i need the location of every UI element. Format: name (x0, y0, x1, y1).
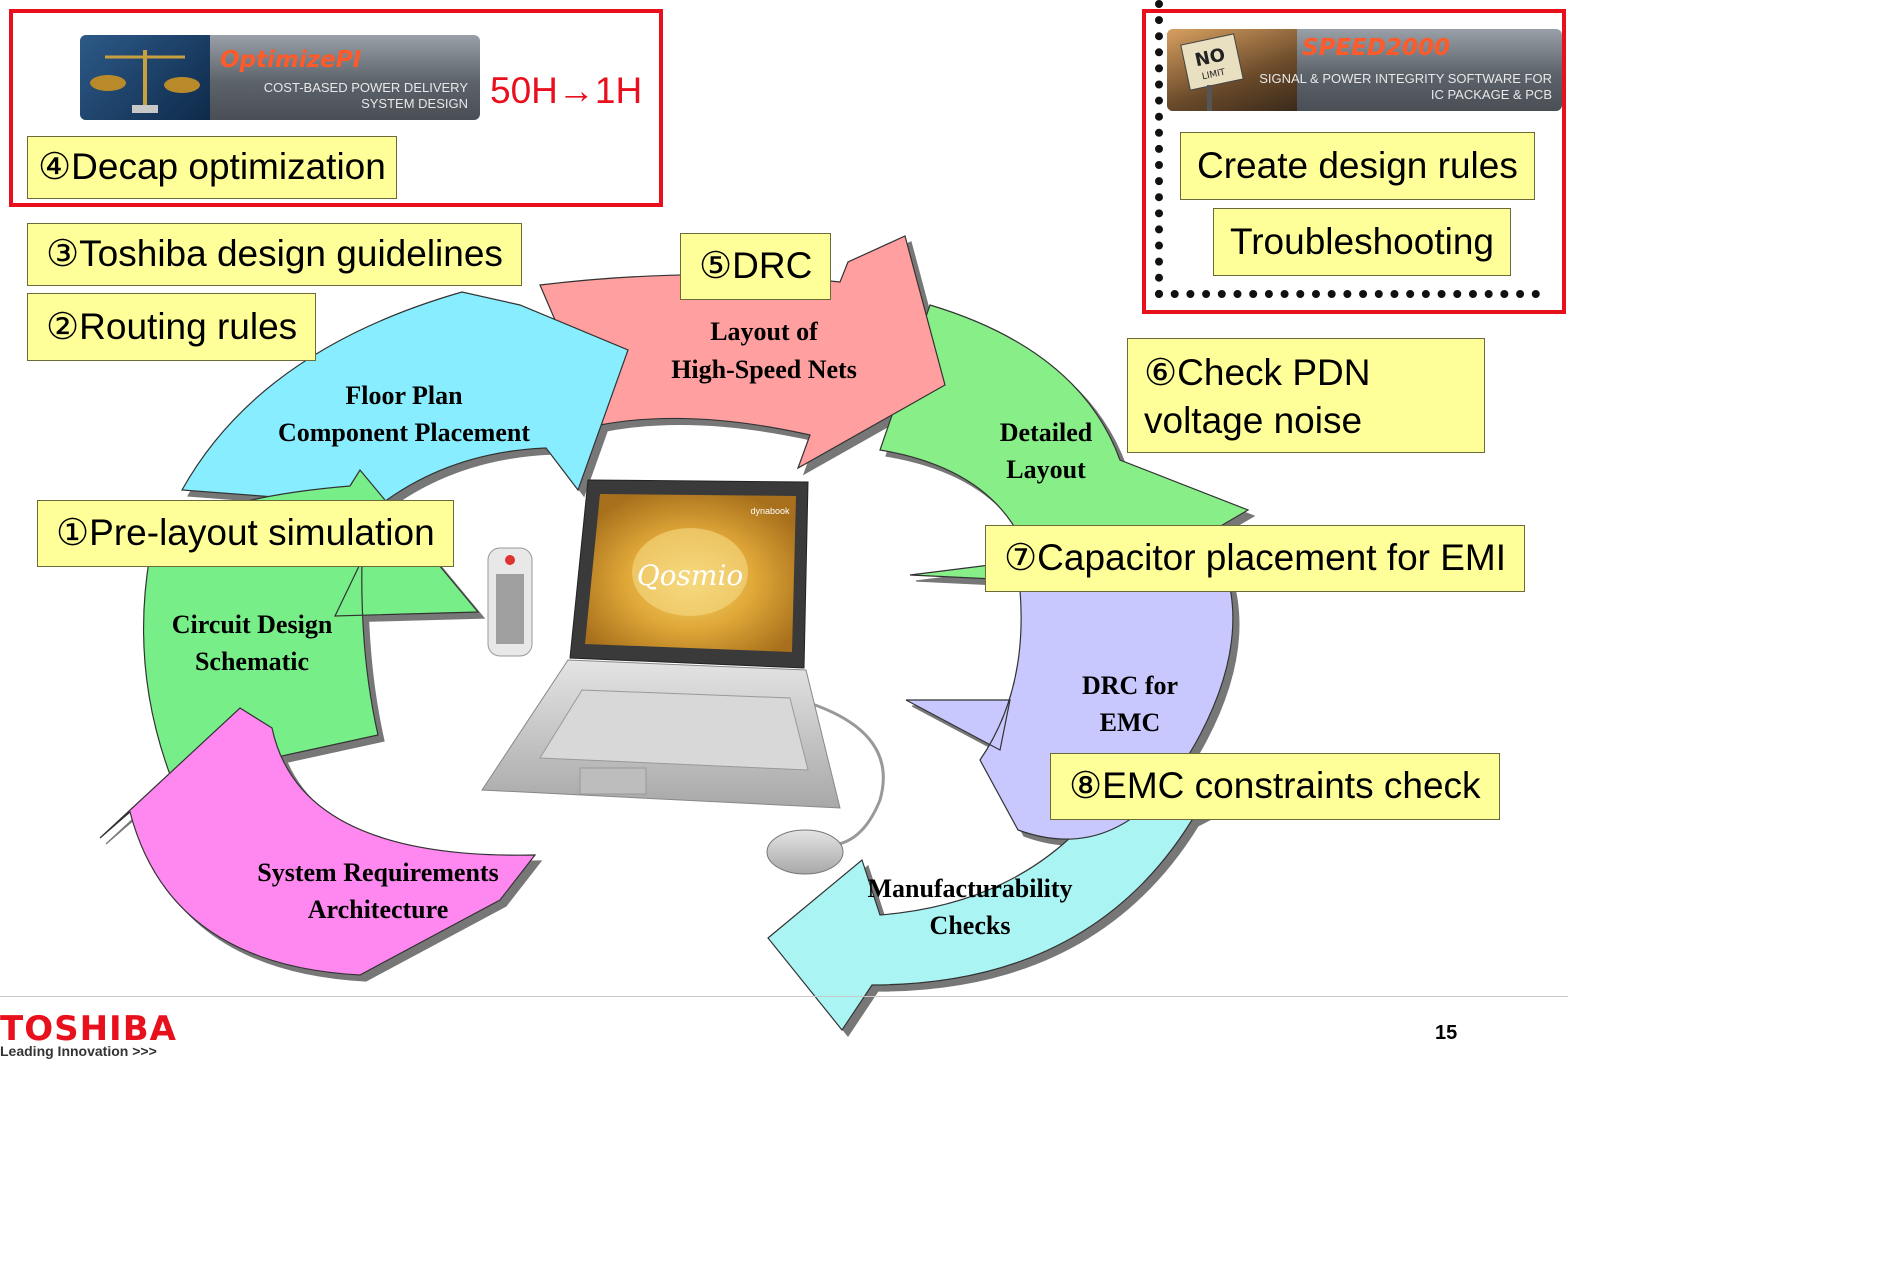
step-high-speed-line1: Layout of (710, 317, 818, 346)
svg-text:LIMIT: LIMIT (1201, 67, 1227, 82)
speed2000-tagline-1: SIGNAL & POWER INTEGRITY SOFTWARE FOR (1259, 71, 1552, 86)
step-manufacturability-line1: Manufacturability (867, 874, 1072, 903)
screen-brand: Qosmio (637, 559, 744, 592)
step-drc-emc-line2: EMC (1100, 708, 1161, 737)
mouse-cable (799, 698, 885, 847)
toshiba-slogan: Leading Innovation >>> (0, 1043, 157, 1059)
step-detailed-line2: Layout (1006, 455, 1086, 484)
speed2000-banner: NO LIMIT SPEED2000 SIGNAL & POWER INTEGR… (1167, 29, 1562, 111)
arrow-floor-plan (181, 291, 629, 506)
note-emc-constraints-check: ⑧EMC constraints check (1050, 753, 1500, 820)
note-pdn-line2: voltage noise (1144, 400, 1363, 441)
step-circuit-line2: Schematic (195, 647, 309, 676)
scales-icon (90, 50, 200, 113)
road-sign-image: NO LIMIT (1167, 29, 1297, 111)
note-create-design-rules: Create design rules (1180, 132, 1535, 200)
laptop-touchpad (579, 767, 647, 795)
note-decap-optimization: ④Decap optimization (27, 136, 397, 199)
step-floor-plan-line1: Floor Plan (345, 381, 463, 410)
arrow-high-speed-nets (539, 235, 946, 470)
step-system-line1: System Requirements (257, 858, 498, 887)
toshiba-logo: TOSHIBA (0, 1009, 177, 1049)
note-routing-rules: ②Routing rules (27, 293, 317, 361)
scales-image (80, 35, 210, 120)
no-limit-sign-icon: NO LIMIT (1180, 33, 1244, 111)
dotted-border (1155, 0, 1540, 298)
note-capacitor-placement: ⑦Capacitor placement for EMI (985, 525, 1526, 592)
speed2000-tagline-2: IC PACKAGE & PCB (1430, 86, 1552, 102)
step-floor-plan-line2: Component Placement (278, 418, 530, 447)
page-number: 15 (1435, 1022, 1458, 1044)
footer-divider (0, 996, 1568, 997)
note-pre-layout-simulation: ①Pre-layout simulation (37, 500, 454, 567)
note-toshiba-design-guidelines: ③Toshiba design guidelines (27, 223, 522, 286)
screen-tag: dynabook (750, 506, 790, 516)
remote-keys (496, 574, 524, 644)
optimizepi-tagline-1: COST-BASED POWER DELIVERY (263, 80, 468, 95)
laptop-illustration: Qosmio dynabook (481, 479, 885, 875)
optimizepi-brand: OptimizePI (220, 47, 362, 73)
note-pdn-line1: ⑥Check PDN (1144, 352, 1371, 393)
note-troubleshooting: Troubleshooting (1213, 208, 1511, 276)
arrow-manufacturability (767, 757, 1251, 1032)
step-system-line2: Architecture (308, 895, 449, 924)
note-check-pdn-voltage-noise: ⑥Check PDN voltage noise (1127, 338, 1485, 453)
note-drc: ⑤DRC (680, 233, 832, 300)
step-circuit-line1: Circuit Design (172, 610, 333, 639)
speed2000-tagline: SIGNAL & POWER INTEGRITY SOFTWARE FOR IC… (1259, 71, 1552, 102)
speed2000-brand: SPEED2000 (1302, 35, 1450, 61)
step-high-speed-line2: High-Speed Nets (671, 355, 857, 384)
laptop-keyboard (539, 689, 809, 771)
optimizepi-frame (9, 9, 663, 207)
remote-button (505, 555, 515, 565)
step-detailed-line1: Detailed (1000, 418, 1093, 447)
speedup-text: 50H→1H (490, 70, 643, 111)
optimizepi-banner: OptimizePI COST-BASED POWER DELIVERY SYS… (80, 35, 480, 120)
mouse-icon (766, 829, 844, 875)
arrow-system-requirements (99, 707, 537, 976)
optimizepi-tagline-2: SYSTEM DESIGN (361, 95, 468, 111)
rose-petal (632, 528, 748, 616)
optimizepi-tagline: COST-BASED POWER DELIVERY SYSTEM DESIGN (264, 80, 468, 111)
step-drc-emc-line1: DRC for (1082, 671, 1178, 700)
speed2000-frame (1142, 9, 1566, 314)
step-manufacturability-line2: Checks (930, 911, 1011, 940)
